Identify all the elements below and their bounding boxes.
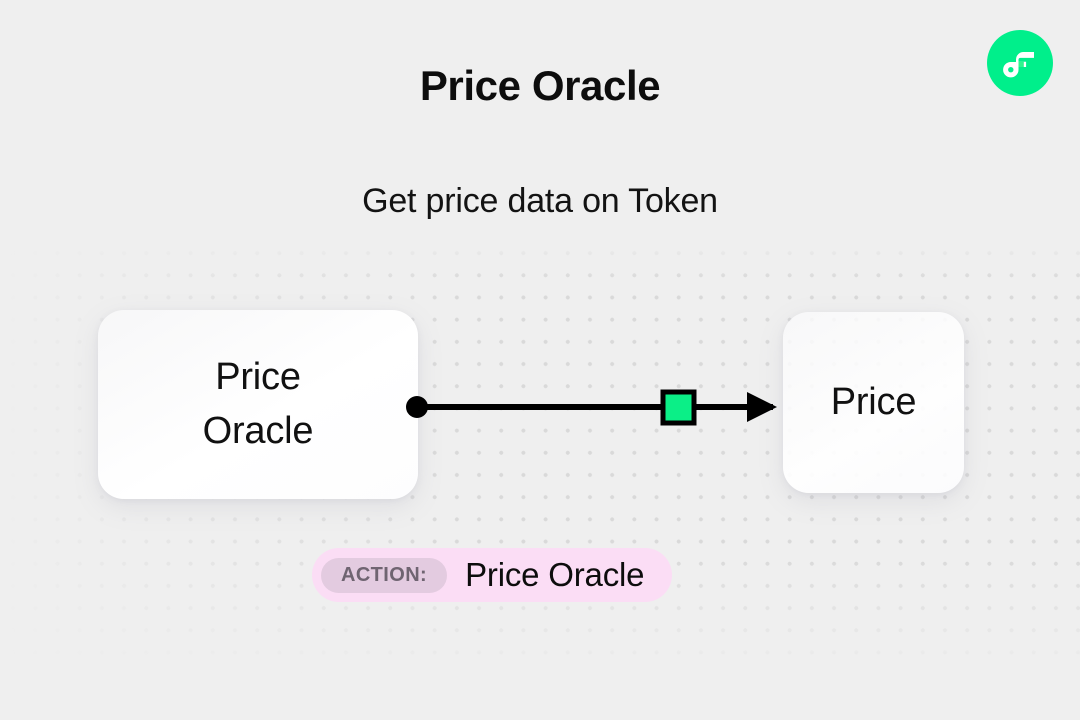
- connector-edge: [406, 389, 777, 426]
- node-card-price-oracle[interactable]: Price Oracle: [98, 310, 418, 499]
- node-card-source-label: Price Oracle: [203, 351, 314, 459]
- node-card-target-label: Price: [830, 381, 917, 423]
- page-subtitle: Get price data on Token: [362, 182, 718, 220]
- page-title: Price Oracle: [419, 62, 661, 109]
- node-card-price[interactable]: Price: [783, 312, 964, 493]
- node-card-source-label-line1: Price: [215, 355, 301, 398]
- action-badge-tag: ACTION:: [321, 557, 448, 593]
- connector-green-square-icon[interactable]: [660, 389, 697, 426]
- action-badge: ACTION: Price Oracle: [312, 548, 673, 602]
- action-badge-value: Price Oracle: [465, 555, 645, 593]
- node-card-source-label-line2: Oracle: [202, 409, 314, 452]
- flow-logo-icon: [987, 30, 1053, 96]
- connector-arrow-head-icon: [747, 392, 777, 422]
